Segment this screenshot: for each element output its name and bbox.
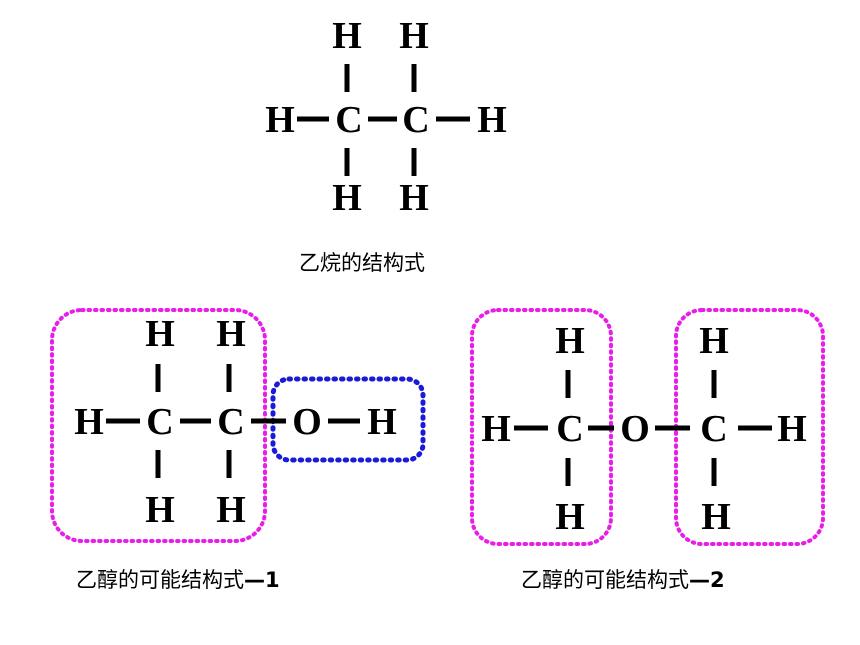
atom-h: H	[477, 99, 507, 141]
methyl-group-box-left	[470, 308, 613, 546]
atom-o: O	[292, 401, 322, 443]
ethanol-caption-1-text: 乙醇的可能结构式	[76, 568, 244, 592]
atom-h: H	[701, 496, 731, 538]
ethane-caption: 乙烷的结构式	[299, 251, 425, 275]
ethanol-caption-1-number: —1	[244, 568, 280, 592]
atom-c: C	[402, 99, 429, 141]
atom-h: H	[699, 320, 729, 362]
atom-h: H	[481, 408, 511, 450]
atom-c: C	[335, 99, 362, 141]
atom-c: C	[217, 401, 244, 443]
atom-h: H	[399, 15, 429, 57]
ethanol-caption-2-number: —2	[689, 568, 725, 592]
ethanol-structure-2: H H H C O C H H H	[470, 308, 825, 546]
atom-h: H	[367, 401, 397, 443]
atom-c: C	[146, 401, 173, 443]
ethanol-caption-1: 乙醇的可能结构式—1	[76, 568, 280, 592]
ethanol-caption-2: 乙醇的可能结构式—2	[521, 568, 725, 592]
atom-h: H	[145, 489, 175, 531]
atom-h: H	[555, 320, 585, 362]
atom-h: H	[777, 408, 807, 450]
atom-h: H	[332, 177, 362, 219]
ethyl-group-box	[50, 308, 267, 543]
atom-o: O	[620, 408, 650, 450]
atom-h: H	[74, 401, 104, 443]
atom-c: C	[700, 408, 727, 450]
ethanol-structure-1: H H H C C O H H H	[50, 308, 426, 543]
atom-h: H	[216, 489, 246, 531]
atom-c: C	[556, 408, 583, 450]
atom-h: H	[145, 313, 175, 355]
atom-h: H	[332, 15, 362, 57]
ethane-structure: H H H C C H H H	[265, 15, 507, 219]
atom-h: H	[399, 177, 429, 219]
atom-h: H	[555, 496, 585, 538]
atom-h: H	[265, 99, 295, 141]
atom-h: H	[216, 313, 246, 355]
ethanol-caption-2-text: 乙醇的可能结构式	[521, 568, 689, 592]
